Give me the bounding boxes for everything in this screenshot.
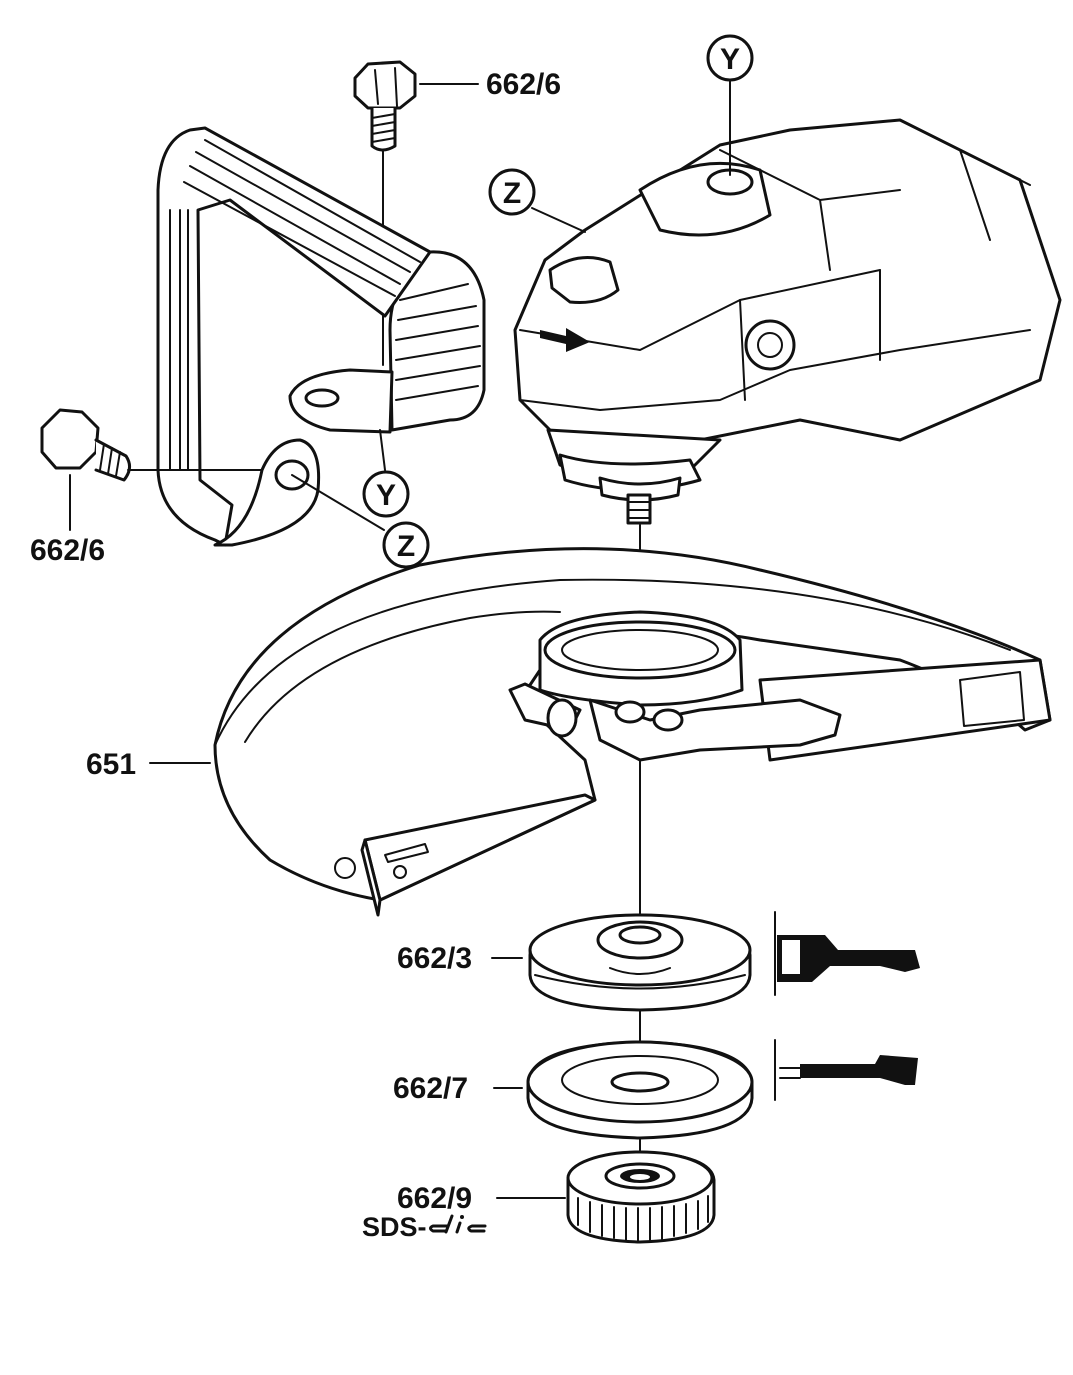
marker-z-top: Z (503, 177, 521, 210)
label-sds-prefix: SDS- (362, 1212, 427, 1242)
mounting-flange (528, 913, 752, 1012)
marker-circle-z-top (488, 168, 536, 216)
marker-circle-y-handle (362, 470, 410, 518)
clamping-flange (526, 1040, 754, 1140)
label-662-9: 662/9 (397, 1182, 472, 1215)
bolt-top (353, 60, 417, 366)
label-662-6-left: 662/6 (30, 534, 105, 567)
label-651: 651 (86, 748, 136, 781)
bolt-left (40, 408, 263, 531)
marker-circle-z-handle (382, 521, 430, 569)
leader-z-top (531, 207, 586, 233)
clamping-flange-section-profile (774, 1039, 918, 1101)
label-662-6-top: 662/6 (486, 68, 561, 101)
marker-y-top: Y (720, 43, 740, 76)
marker-z-handle: Z (397, 530, 415, 563)
marker-circle-y-top (706, 34, 754, 82)
marker-y-handle: Y (376, 479, 396, 512)
quick-clamping-nut (566, 1150, 716, 1244)
leader-z-handle (291, 474, 385, 531)
label-662-3: 662/3 (397, 942, 472, 975)
leader-y-handle (379, 429, 386, 471)
label-662-7: 662/7 (393, 1072, 468, 1105)
grinder-head (513, 118, 1062, 525)
protection-guard (213, 547, 1052, 917)
clic-logo (429, 1214, 487, 1234)
auxiliary-handle (156, 126, 486, 547)
flange-section-profile (774, 911, 920, 996)
